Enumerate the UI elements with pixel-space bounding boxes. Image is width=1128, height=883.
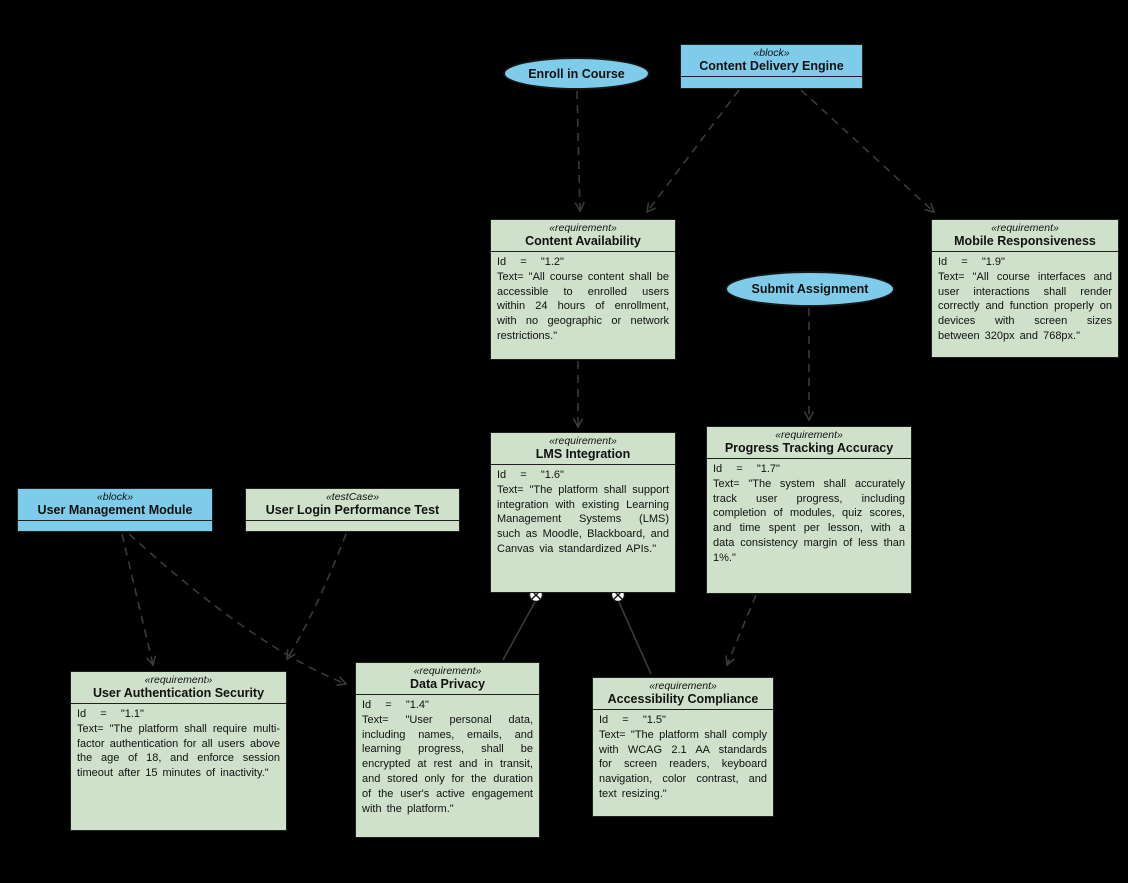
requirement-mobile-responsiveness[interactable]: «requirement» Mobile Responsiveness Id =… — [931, 219, 1119, 358]
text-field: Text= "The system shall accurately track… — [713, 477, 905, 564]
box-body: Id = "1.4" Text= "User personal data, in… — [356, 695, 539, 818]
box-body: Id = "1.7" Text= "The system shall accur… — [707, 459, 911, 568]
requirement-accessibility-compliance[interactable]: «requirement» Accessibility Compliance I… — [592, 677, 774, 817]
id-field: Id = "1.2" — [497, 256, 564, 268]
id-field: Id = "1.1" — [77, 708, 144, 720]
edge-lms-integration-to-data-privacy[interactable] — [502, 599, 537, 661]
stereotype-label: «block» — [753, 47, 790, 59]
use-case-enroll-in-course[interactable]: Enroll in Course — [503, 57, 650, 90]
edge-cde-to-content-availability[interactable] — [645, 89, 740, 214]
box-name: Content Availability — [525, 234, 641, 248]
box-name: Accessibility Compliance — [607, 692, 759, 706]
testcase-user-login-performance-test[interactable]: «testCase» User Login Performance Test — [245, 488, 460, 532]
box-header: «requirement» Mobile Responsiveness — [932, 220, 1118, 252]
box-body: Id = "1.9" Text= "All course interfaces … — [932, 252, 1118, 346]
box-name: User Authentication Security — [92, 686, 265, 700]
box-name: Mobile Responsiveness — [954, 234, 1096, 248]
box-name: User Login Performance Test — [265, 503, 440, 517]
requirement-user-authentication-security[interactable]: «requirement» User Authentication Securi… — [70, 671, 287, 831]
requirement-progress-tracking-accuracy[interactable]: «requirement» Progress Tracking Accuracy… — [706, 426, 912, 594]
stereotype-label: «requirement» — [549, 435, 617, 447]
stereotype-label: «testCase» — [325, 491, 380, 503]
box-name: Data Privacy — [409, 677, 486, 691]
id-field: Id = "1.9" — [938, 256, 1005, 268]
text-field: Text= "All course interfaces and user in… — [938, 270, 1112, 342]
box-body: Id = "1.5" Text= "The platform shall com… — [593, 710, 773, 804]
box-name: Content Delivery Engine — [699, 59, 844, 73]
id-field: Id = "1.6" — [497, 469, 564, 481]
box-body: Id = "1.1" Text= "The platform shall req… — [71, 704, 286, 783]
box-header: «requirement» Data Privacy — [356, 663, 539, 695]
text-field: Text= "The platform shall require multi-… — [77, 722, 280, 780]
box-header: «testCase» User Login Performance Test — [246, 489, 459, 521]
box-name: User Management Module — [37, 503, 193, 517]
box-body: Id = "1.2" Text= "All course content sha… — [491, 252, 675, 346]
text-field: Text= "The platform shall comply with WC… — [599, 728, 767, 800]
edge-lms-integration-to-accessibility-compliance[interactable] — [617, 599, 652, 675]
edge-umm-to-user-authentication-security[interactable] — [121, 533, 157, 667]
stereotype-label: «requirement» — [413, 665, 482, 677]
text-field: Text= "User personal data, including nam… — [362, 713, 533, 815]
edge-enroll-to-content-availability[interactable] — [574, 90, 586, 213]
stereotype-label: «requirement» — [775, 429, 843, 441]
use-case-label: Enroll in Course — [528, 66, 625, 81]
requirement-lms-integration[interactable]: «requirement» LMS Integration Id = "1.6"… — [490, 432, 676, 593]
box-header: «requirement» Progress Tracking Accuracy — [707, 427, 911, 459]
box-name: LMS Integration — [535, 447, 631, 461]
requirement-data-privacy[interactable]: «requirement» Data Privacy Id = "1.4" Te… — [355, 662, 540, 838]
box-header: «requirement» Content Availability — [491, 220, 675, 252]
block-user-management-module[interactable]: «block» User Management Module — [17, 488, 213, 532]
box-header: «requirement» Accessibility Compliance — [593, 678, 773, 710]
stereotype-label: «requirement» — [144, 674, 213, 686]
stereotype-label: «requirement» — [649, 680, 717, 692]
box-body: Id = "1.6" Text= "The platform shall sup… — [491, 465, 675, 559]
id-field: Id = "1.7" — [713, 463, 780, 475]
box-header: «block» User Management Module — [18, 489, 212, 521]
edge-umm-to-data-privacy[interactable] — [128, 533, 348, 686]
id-field: Id = "1.4" — [362, 699, 429, 711]
box-header: «requirement» LMS Integration — [491, 433, 675, 465]
text-field: Text= "All course content shall be acces… — [497, 270, 669, 342]
requirement-content-availability[interactable]: «requirement» Content Availability Id = … — [490, 219, 676, 360]
box-header: «block» Content Delivery Engine — [681, 45, 862, 77]
edge-cde-to-mobile-responsiveness[interactable] — [800, 89, 936, 214]
edge-progress-tracking-to-accessibility-compliance[interactable] — [725, 594, 757, 667]
stereotype-label: «requirement» — [549, 222, 617, 234]
box-name: Progress Tracking Accuracy — [724, 441, 894, 455]
stereotype-label: «requirement» — [991, 222, 1059, 234]
id-field: Id = "1.5" — [599, 714, 666, 726]
box-header: «requirement» User Authentication Securi… — [71, 672, 286, 704]
stereotype-label: «block» — [96, 491, 134, 503]
block-content-delivery-engine[interactable]: «block» Content Delivery Engine — [680, 44, 863, 89]
edge-ulpt-to-user-authentication-security[interactable] — [286, 533, 347, 661]
use-case-submit-assignment[interactable]: Submit Assignment — [725, 271, 895, 307]
use-case-label: Submit Assignment — [751, 282, 869, 296]
text-field: Text= "The platform shall support integr… — [497, 483, 669, 555]
